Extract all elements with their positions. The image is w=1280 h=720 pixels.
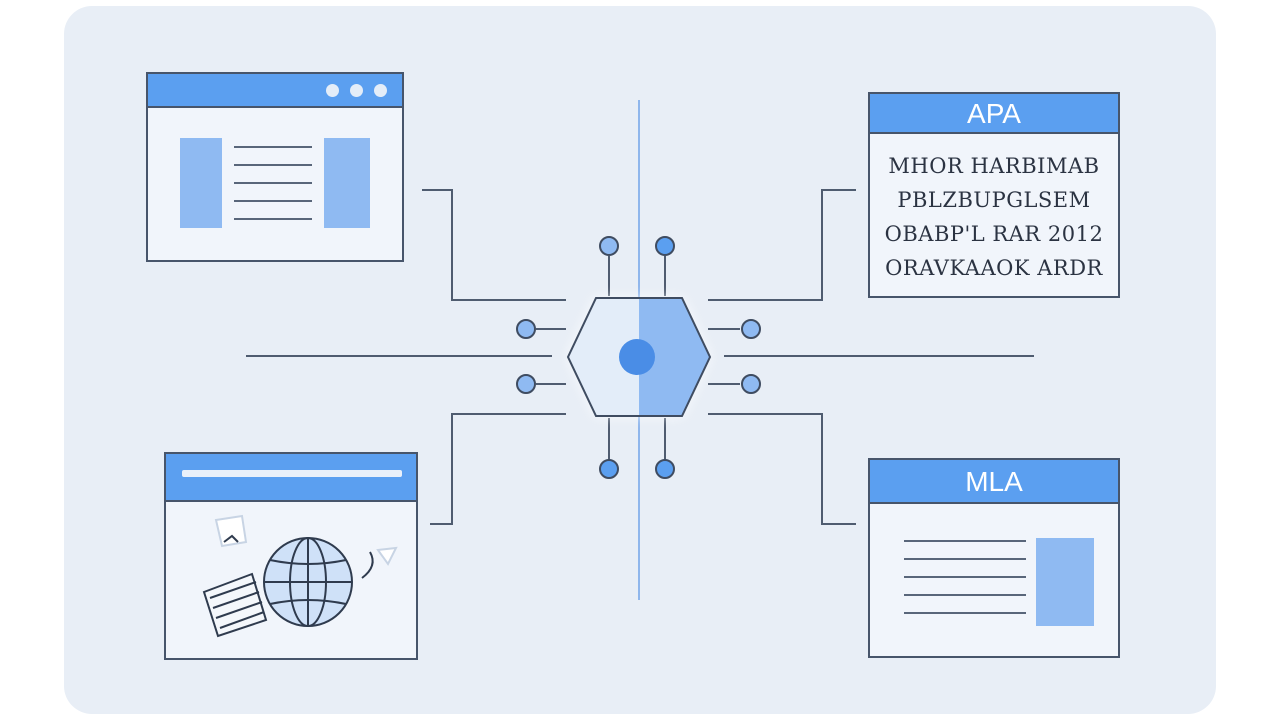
citation-line: ORAVKAAOK ARDR — [885, 256, 1103, 280]
window-control-dot[interactable] — [374, 84, 387, 97]
mla-window: MLA — [868, 458, 1120, 658]
window-title-bar — [148, 74, 402, 108]
cursor-icon — [214, 514, 398, 579]
apa-window: APA MHOR HARBIMAB PBLZBUPGLSEM OBABP'L R… — [868, 92, 1120, 298]
text-line — [234, 200, 312, 202]
text-line — [904, 612, 1026, 614]
text-line — [234, 164, 312, 166]
apa-title: APA — [967, 98, 1021, 129]
text-line — [234, 218, 312, 220]
content-block — [180, 138, 222, 228]
text-line — [234, 146, 312, 148]
citation-line: MHOR HARBIMAB — [888, 154, 1100, 178]
content-block — [1036, 538, 1094, 626]
text-line — [234, 182, 312, 184]
book-icon — [202, 572, 268, 638]
text-line — [904, 558, 1026, 560]
window-control-dot[interactable] — [350, 84, 363, 97]
window-control-dot[interactable] — [326, 84, 339, 97]
window-title-bar — [166, 454, 416, 502]
text-line — [904, 576, 1026, 578]
text-line — [904, 540, 1026, 542]
citation-line: OBABP'L RAR 2012 — [884, 222, 1104, 246]
mla-title-bar: MLA — [870, 460, 1118, 504]
content-block — [324, 138, 370, 228]
citation-line: PBLZBUPGLSEM — [897, 188, 1091, 212]
text-line — [904, 594, 1026, 596]
mla-title: MLA — [965, 466, 1023, 497]
globe-icon — [202, 514, 398, 638]
address-bar[interactable] — [182, 470, 402, 477]
apa-title-bar: APA — [870, 94, 1118, 134]
document-window — [146, 72, 404, 262]
web-window — [164, 452, 418, 660]
